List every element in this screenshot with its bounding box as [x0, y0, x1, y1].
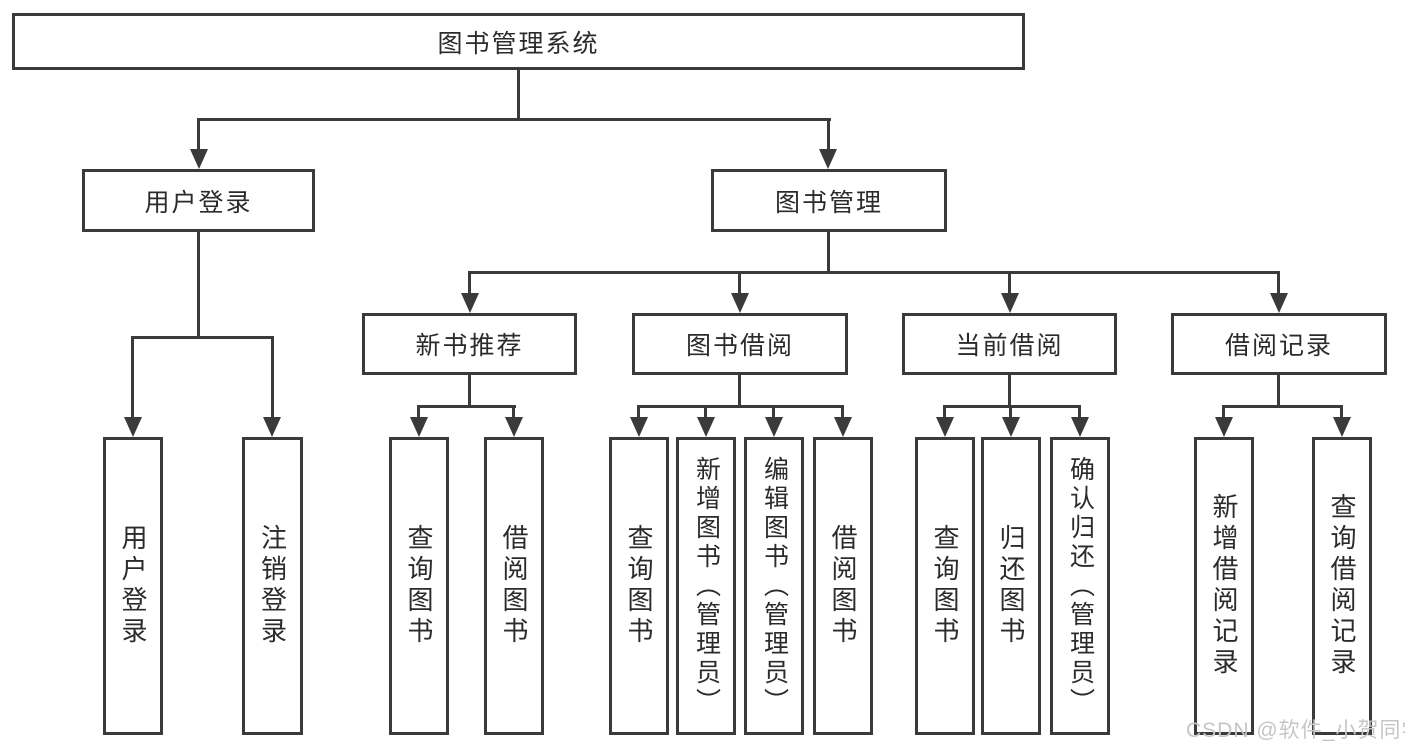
connector-bar — [197, 118, 831, 121]
node-label: 当前借阅 — [955, 332, 1064, 360]
arrowhead-down — [124, 417, 142, 437]
connector-line — [1222, 405, 1225, 421]
connector-line — [827, 118, 830, 151]
node-label: 新书推荐 — [415, 332, 524, 360]
connector-bar — [131, 336, 274, 339]
arrowhead-down — [731, 293, 749, 313]
node-label: 新增图书（管理员） — [692, 455, 721, 717]
connector-line — [827, 232, 830, 274]
node-label: 注销登录 — [257, 524, 288, 648]
node-add-borrow-record: 新增借阅记录 — [1194, 437, 1254, 735]
node-label: 查询图书 — [930, 524, 960, 648]
connector-line — [1008, 271, 1011, 297]
csdn-watermark: CSDN @软件_小贺同学 — [1186, 719, 1405, 742]
connector-line — [1009, 405, 1012, 421]
node-label: 用户登录 — [144, 188, 253, 217]
node-borrow-books-borrowing: 借阅图书 — [813, 437, 873, 735]
node-login: 用户登录 — [103, 437, 163, 735]
connector-line — [197, 118, 200, 151]
node-library-system: 图书管理系统 — [12, 13, 1025, 70]
connector-line — [738, 375, 741, 408]
node-label: 借阅图书 — [499, 524, 529, 648]
node-label: 用户登录 — [118, 524, 148, 648]
connector-line — [841, 405, 844, 421]
connector-line — [131, 336, 134, 419]
connector-line — [1078, 405, 1081, 421]
node-book-borrowing: 图书借阅 — [632, 313, 848, 375]
node-book-management: 图书管理 — [711, 169, 947, 232]
connector-line — [271, 336, 274, 419]
connector-line — [943, 405, 946, 421]
node-edit-books-admin: 编辑图书（管理员） — [744, 437, 804, 735]
arrowhead-down — [1071, 417, 1089, 437]
connector-line — [637, 405, 640, 421]
node-query-borrow-record: 查询借阅记录 — [1312, 437, 1372, 735]
connector-line — [468, 271, 471, 297]
node-logout: 注销登录 — [242, 437, 303, 735]
arrowhead-down — [1001, 293, 1019, 313]
arrowhead-down — [1002, 417, 1020, 437]
node-return-books: 归还图书 — [981, 437, 1041, 735]
node-label: 查询借阅记录 — [1327, 493, 1357, 679]
connector-bar — [637, 405, 844, 408]
connector-line — [1277, 271, 1280, 297]
connector-bar — [943, 405, 1081, 408]
node-label: 新增借阅记录 — [1209, 493, 1239, 679]
connector-bar — [417, 405, 516, 408]
connector-line — [197, 232, 200, 339]
arrowhead-down — [1333, 417, 1351, 437]
connector-line — [772, 405, 775, 421]
connector-line — [1008, 375, 1011, 408]
node-current-borrowing: 当前借阅 — [902, 313, 1117, 375]
arrowhead-down — [461, 293, 479, 313]
connector-line — [417, 405, 420, 421]
arrowhead-down — [630, 417, 648, 437]
arrowhead-down — [190, 149, 208, 169]
arrowhead-down — [1270, 293, 1288, 313]
arrowhead-down — [1215, 417, 1233, 437]
arrowhead-down — [765, 417, 783, 437]
arrowhead-down — [819, 149, 837, 169]
node-query-books-recommend: 查询图书 — [389, 437, 449, 735]
node-borrow-books-recommend: 借阅图书 — [484, 437, 544, 735]
connector-line — [738, 271, 741, 297]
node-label: 查询图书 — [624, 524, 654, 648]
arrowhead-down — [936, 417, 954, 437]
arrowhead-down — [263, 417, 281, 437]
connector-bar — [1222, 405, 1343, 408]
node-label: 图书借阅 — [685, 332, 794, 360]
node-label: 借阅图书 — [828, 524, 858, 648]
node-label: 图书管理系统 — [437, 29, 600, 58]
node-label: 查询图书 — [404, 524, 434, 648]
arrowhead-down — [410, 417, 428, 437]
node-query-books-current: 查询图书 — [915, 437, 975, 735]
node-add-books-admin: 新增图书（管理员） — [676, 437, 736, 735]
node-label: 编辑图书（管理员） — [760, 455, 789, 717]
connector-bar — [468, 271, 1280, 274]
node-label: 借阅记录 — [1224, 332, 1333, 360]
connector-line — [512, 405, 515, 421]
node-user-login: 用户登录 — [82, 169, 315, 232]
node-borrowing-records: 借阅记录 — [1171, 313, 1387, 375]
node-confirm-return-admin: 确认归还（管理员） — [1050, 437, 1110, 735]
node-query-books-borrowing: 查询图书 — [609, 437, 669, 735]
connector-line — [517, 69, 520, 121]
arrowhead-down — [697, 417, 715, 437]
arrowhead-down — [505, 417, 523, 437]
connector-line — [704, 405, 707, 421]
node-label: 确认归还（管理员） — [1066, 455, 1095, 717]
node-label: 图书管理 — [774, 188, 883, 217]
connector-line — [1340, 405, 1343, 421]
node-new-book-recommendation: 新书推荐 — [362, 313, 577, 375]
arrowhead-down — [834, 417, 852, 437]
connector-line — [468, 375, 471, 408]
node-label: 归还图书 — [996, 524, 1026, 648]
connector-line — [1277, 375, 1280, 408]
